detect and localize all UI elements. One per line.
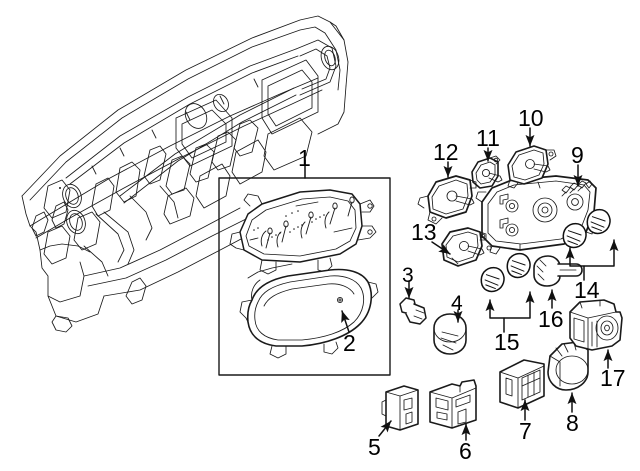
switch-bank-panel (499, 359, 545, 409)
callout-5: 5 (368, 434, 381, 460)
cluster-lens-cover (239, 263, 379, 359)
callout-10: 10 (518, 105, 544, 131)
shaft-knob (533, 255, 583, 287)
callout-3: 3 (402, 264, 414, 287)
callout-17: 17 (600, 365, 626, 391)
callout-7: 7 (519, 418, 532, 444)
leader-lines (304, 127, 619, 441)
hvac-actuator-large (507, 145, 557, 189)
callout-16: 16 (538, 306, 564, 332)
callout-8: 8 (566, 410, 579, 436)
power-outlet-assembly (569, 299, 623, 351)
cigar-lighter-socket (547, 341, 589, 391)
callout-4: 4 (451, 292, 463, 315)
bulb-socket-small (399, 297, 427, 325)
knob-pair-center (478, 251, 533, 294)
callout-9: 9 (571, 142, 584, 168)
blower-switch-lower (441, 227, 487, 267)
blower-switch-upper (417, 175, 477, 225)
dimmer-knob (433, 313, 467, 355)
callout-11: 11 (476, 125, 500, 151)
callout-12: 12 (433, 139, 459, 165)
callout-14: 14 (574, 277, 600, 303)
switch-small-single (381, 385, 419, 431)
hvac-actuator-small (471, 155, 503, 189)
callout-1: 1 (298, 145, 311, 171)
instrument-cluster-assembly (229, 189, 377, 275)
switch-double-rocker (429, 379, 477, 429)
callout-13: 13 (411, 219, 437, 245)
callout-2: 2 (343, 330, 356, 356)
callout-15: 15 (494, 329, 520, 355)
callout-6: 6 (459, 438, 472, 464)
dashboard-assembly (21, 15, 349, 333)
